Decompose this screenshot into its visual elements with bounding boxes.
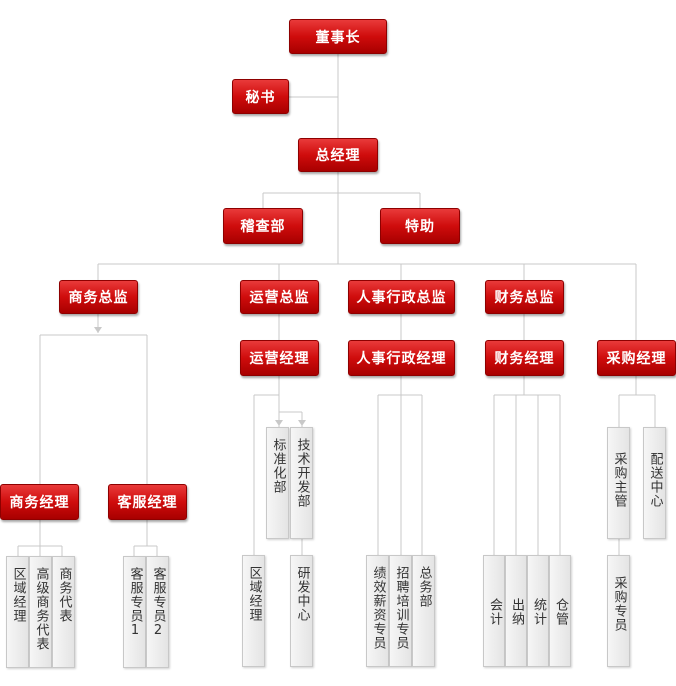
unit-label: 出纳	[509, 598, 524, 626]
chairman-box: 董事长	[289, 19, 387, 54]
unit-label: 客服专员2	[150, 567, 166, 639]
purchasing-manager-box: 采购经理	[597, 340, 676, 376]
hr-manager-box: 人事行政经理	[348, 340, 455, 376]
unit-regional-manager-ops: 区域经理	[242, 555, 265, 667]
sales-director-box: 商务总监	[59, 280, 138, 314]
unit-regional-manager-sales: 区域经理	[6, 556, 29, 668]
operations-director-box: 运营总监	[240, 280, 319, 314]
finance-manager-box: 财务经理	[485, 340, 564, 376]
unit-label: 招聘培训专员	[393, 566, 409, 650]
unit-label: 总务部	[416, 566, 432, 608]
sales-manager-box: 商务经理	[0, 484, 79, 520]
unit-senior-sales-rep: 高级商务代表	[29, 556, 52, 668]
unit-recruit-specialist: 招聘培训专员	[389, 555, 412, 667]
assistant-box: 特助	[380, 208, 460, 244]
hr-director-box: 人事行政总监	[348, 280, 455, 314]
unit-purchasing-supervisor: 采购主管	[607, 427, 630, 539]
unit-cs-specialist-2: 客服专员2	[146, 556, 169, 668]
unit-distribution-center: 配送中心	[643, 427, 666, 539]
unit-label: 采购主管	[611, 452, 627, 508]
unit-rd-center: 研发中心	[290, 555, 313, 667]
unit-label: 研发中心	[294, 566, 310, 622]
unit-label: 区域经理	[10, 567, 26, 623]
unit-warehouse: 仓管	[549, 555, 571, 667]
unit-label: 绩效薪资专员	[370, 566, 386, 650]
unit-label: 会计	[487, 598, 502, 626]
unit-label: 采购专员	[611, 576, 627, 632]
audit-box: 稽查部	[223, 208, 303, 244]
unit-sales-rep: 商务代表	[52, 556, 75, 668]
customer-service-manager-box: 客服经理	[108, 484, 187, 520]
unit-statistics: 统计	[527, 555, 549, 667]
unit-label: 统计	[531, 598, 546, 626]
unit-label: 标准化部	[270, 438, 286, 494]
unit-standardization: 标准化部	[266, 427, 289, 539]
unit-accounting: 会计	[483, 555, 505, 667]
operations-manager-box: 运营经理	[240, 340, 319, 376]
unit-label: 商务代表	[56, 567, 72, 623]
unit-comp-specialist: 绩效薪资专员	[366, 555, 389, 667]
unit-label: 高级商务代表	[33, 567, 49, 651]
unit-label: 技术开发部	[294, 438, 310, 508]
unit-cs-specialist-1: 客服专员1	[123, 556, 146, 668]
unit-label: 区域经理	[246, 566, 262, 622]
unit-label: 配送中心	[647, 452, 663, 508]
unit-cashier: 出纳	[505, 555, 527, 667]
unit-label: 仓管	[553, 598, 568, 626]
unit-label: 客服专员1	[127, 567, 143, 639]
unit-tech-dev: 技术开发部	[290, 427, 313, 539]
secretary-box: 秘书	[232, 79, 289, 114]
unit-general-affairs: 总务部	[412, 555, 435, 667]
unit-purchasing-specialist: 采购专员	[607, 555, 630, 667]
general-manager-box: 总经理	[298, 138, 378, 172]
finance-director-box: 财务总监	[485, 280, 564, 314]
